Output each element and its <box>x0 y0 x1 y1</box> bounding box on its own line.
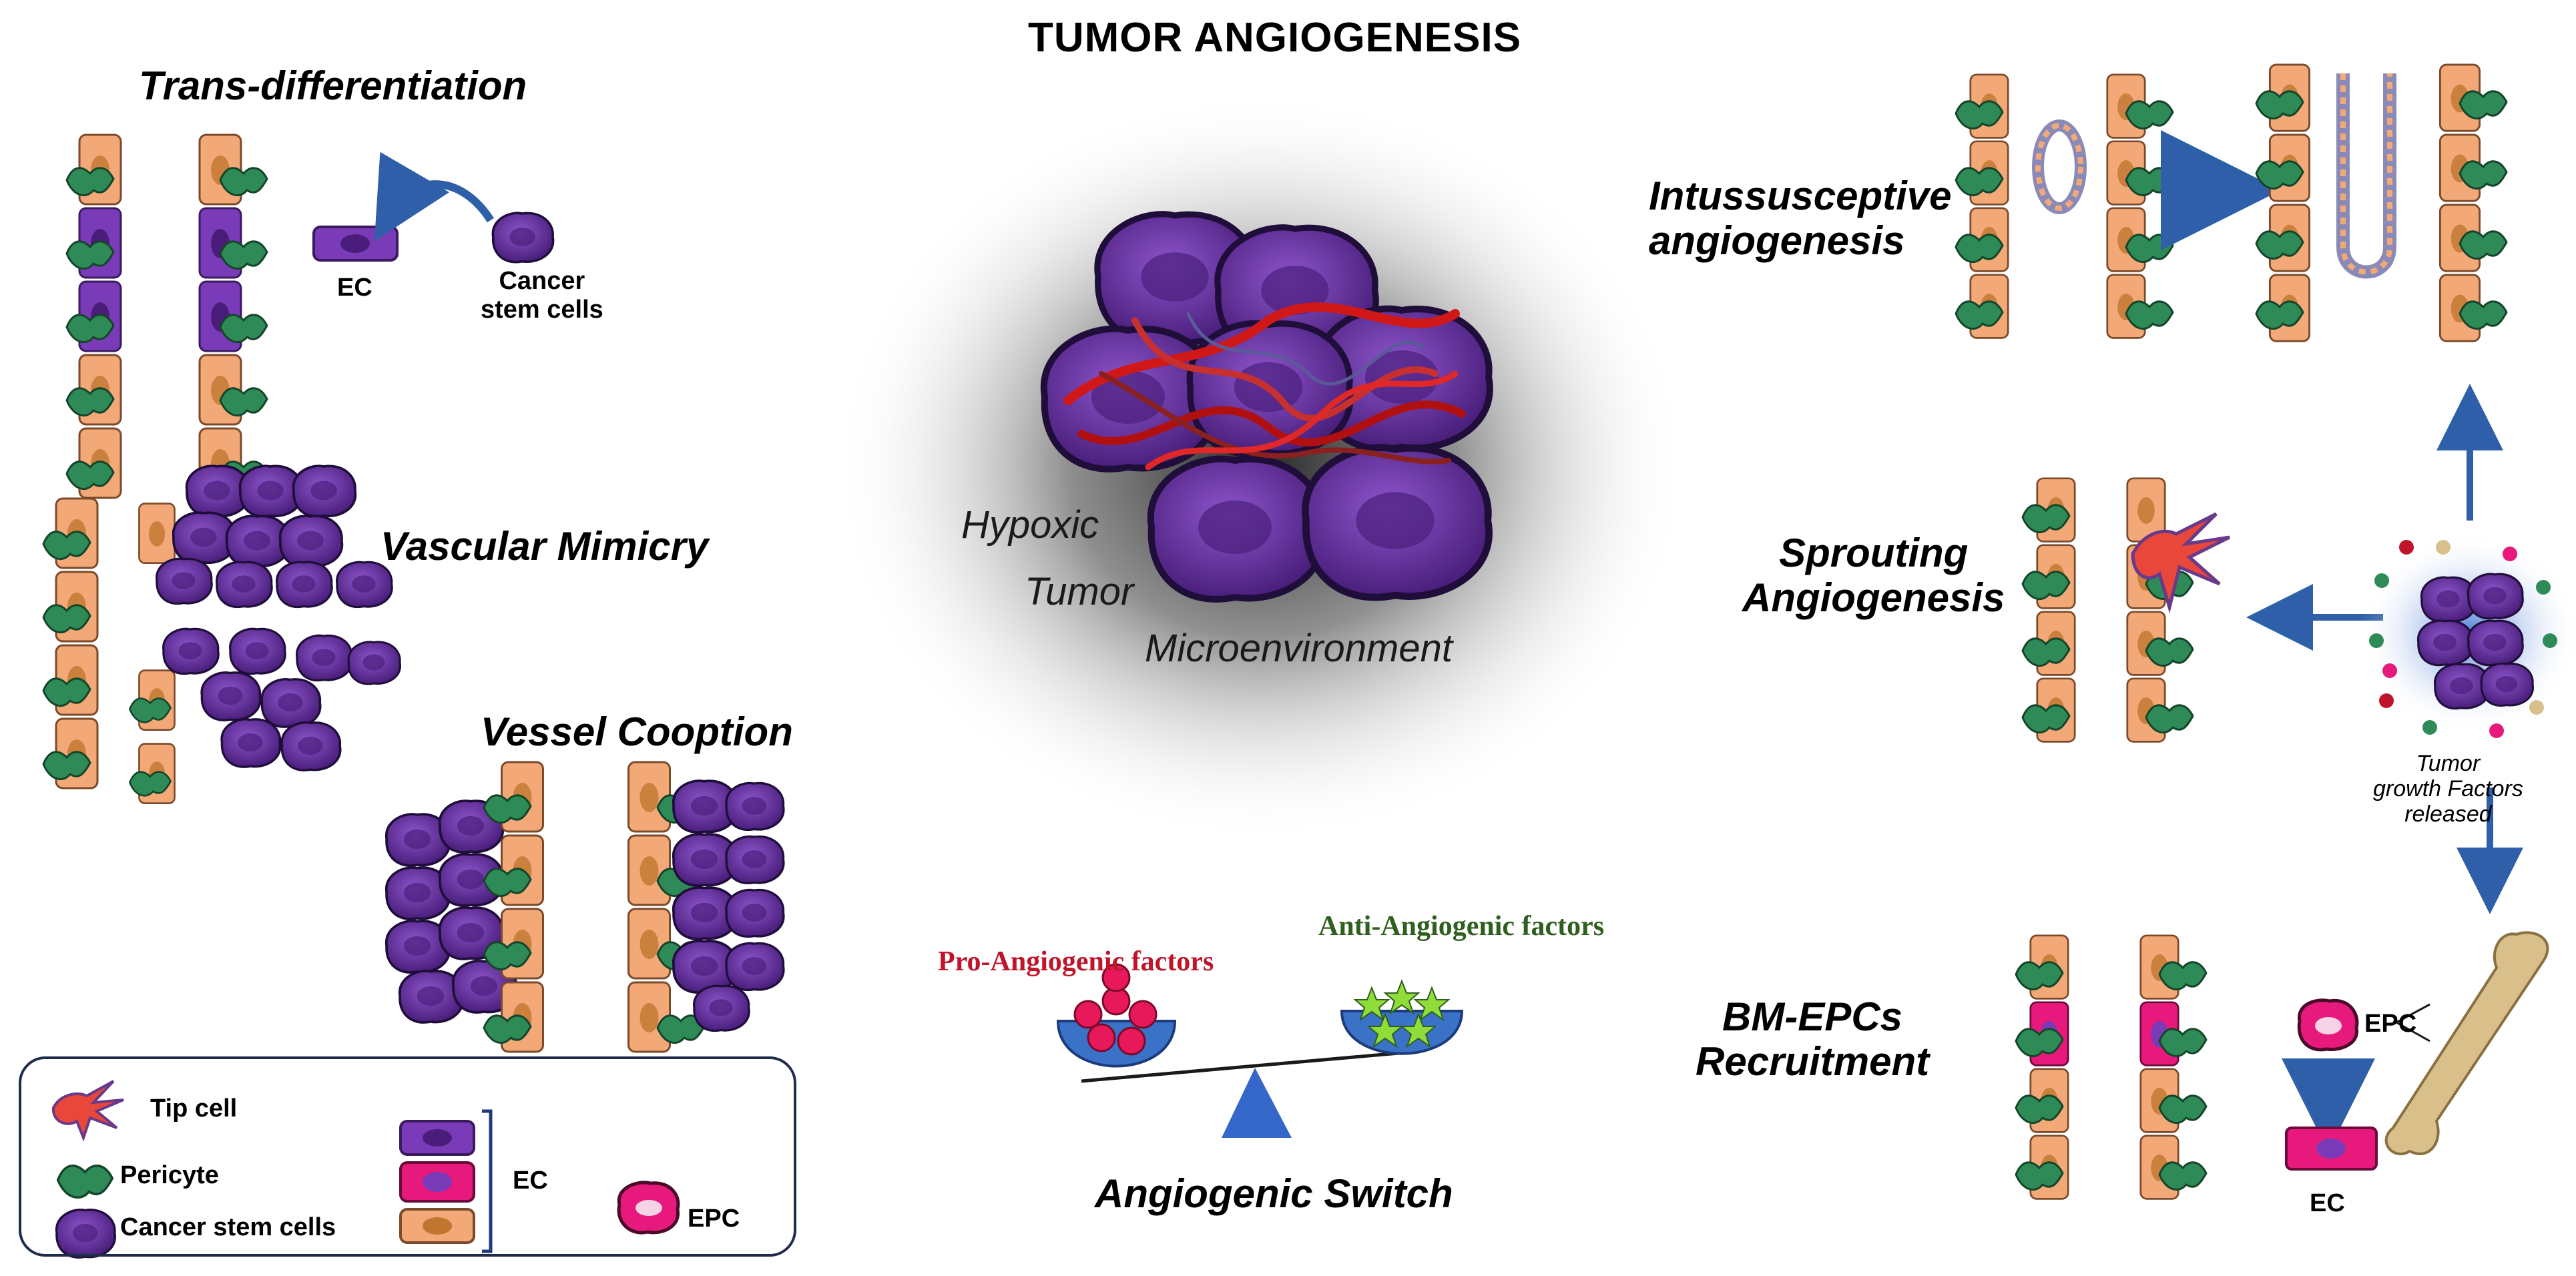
tumor-factors-label: Tumor growth Factors released <box>2373 751 2523 828</box>
bone-marrow-bone <box>2384 931 2549 1156</box>
epc-label: EPC <box>2364 1010 2417 1038</box>
pro-angiogenic-bowl <box>1056 963 1177 1068</box>
trans-diff-title: Trans-differentiation <box>139 63 527 108</box>
intussusceptive-vessel-before <box>1955 73 2174 339</box>
trans-diff-vessel <box>65 133 268 499</box>
angiogenic-switch-caption: Angiogenic Switch <box>1095 1171 1453 1216</box>
trans-diff-csc-label: Cancer stem cells <box>481 267 603 324</box>
vascular-mimicry-vessel <box>42 497 176 805</box>
legend-pericyte-label: Pericyte <box>120 1161 219 1189</box>
tumor-label: Tumor <box>1025 570 1134 613</box>
legend-tip-cell-icon <box>51 1080 124 1142</box>
epc-pointer <box>2394 1003 2430 1042</box>
sprouting-title: Sprouting Angiogenesis <box>1742 531 2005 621</box>
sprouting-tip-cell <box>2131 512 2231 614</box>
vessel-cooption-right <box>627 761 785 1053</box>
trans-diff-csc-cell <box>491 212 555 264</box>
pro-angiogenic-label: Pro-Angiogenic factors <box>938 946 1214 977</box>
vascular-mimicry-csc-cluster <box>155 464 402 772</box>
trans-diff-ec-label: EC <box>337 274 372 302</box>
bm-epcs-title: BM-EPCs Recruitment <box>1696 994 1930 1084</box>
bm-epc-vessel <box>2015 934 2208 1200</box>
vascular-mimicry-title: Vascular Mimicry <box>380 524 709 569</box>
epc-cell <box>2297 998 2359 1052</box>
tumor-mass <box>2416 573 2535 710</box>
legend-tip-cell-label: Tip cell <box>150 1094 238 1123</box>
tumor-vessels-tangle <box>1063 302 1466 470</box>
growth-factor-dots <box>2369 540 2557 738</box>
sprouting-vessel <box>2021 477 2194 743</box>
bm-ec-label: EC <box>2310 1189 2345 1217</box>
trans-diff-curved-arrow <box>374 151 495 242</box>
microenvironment-label: Microenvironment <box>1145 627 1453 670</box>
legend-ec-label: EC <box>513 1167 548 1195</box>
trans-diff-ec-cell <box>312 226 399 262</box>
hypoxic-label: Hypoxic <box>961 503 1099 547</box>
legend-csc-label: Cancer stem cells <box>120 1213 336 1241</box>
page-title: TUMOR ANGIOGENESIS <box>1028 15 1522 61</box>
legend-box <box>19 1056 796 1257</box>
switch-seesaw <box>1081 1049 1423 1138</box>
legend-epc-label: EPC <box>688 1205 740 1233</box>
vessel-cooption-left <box>384 761 545 1053</box>
vessel-cooption-title: Vessel Cooption <box>481 709 793 754</box>
legend-epc-icon <box>617 1181 680 1235</box>
anti-angiogenic-label: Anti-Angiogenic factors <box>1318 911 1605 942</box>
intussusceptive-vessel-after <box>2255 63 2508 342</box>
bm-ec-cell <box>2285 1127 2378 1171</box>
anti-angiogenic-bowl <box>1340 979 1464 1055</box>
legend-ec-icons <box>399 1109 493 1253</box>
intussusceptive-title: Intussusceptive angiogenesis <box>1649 174 1952 264</box>
